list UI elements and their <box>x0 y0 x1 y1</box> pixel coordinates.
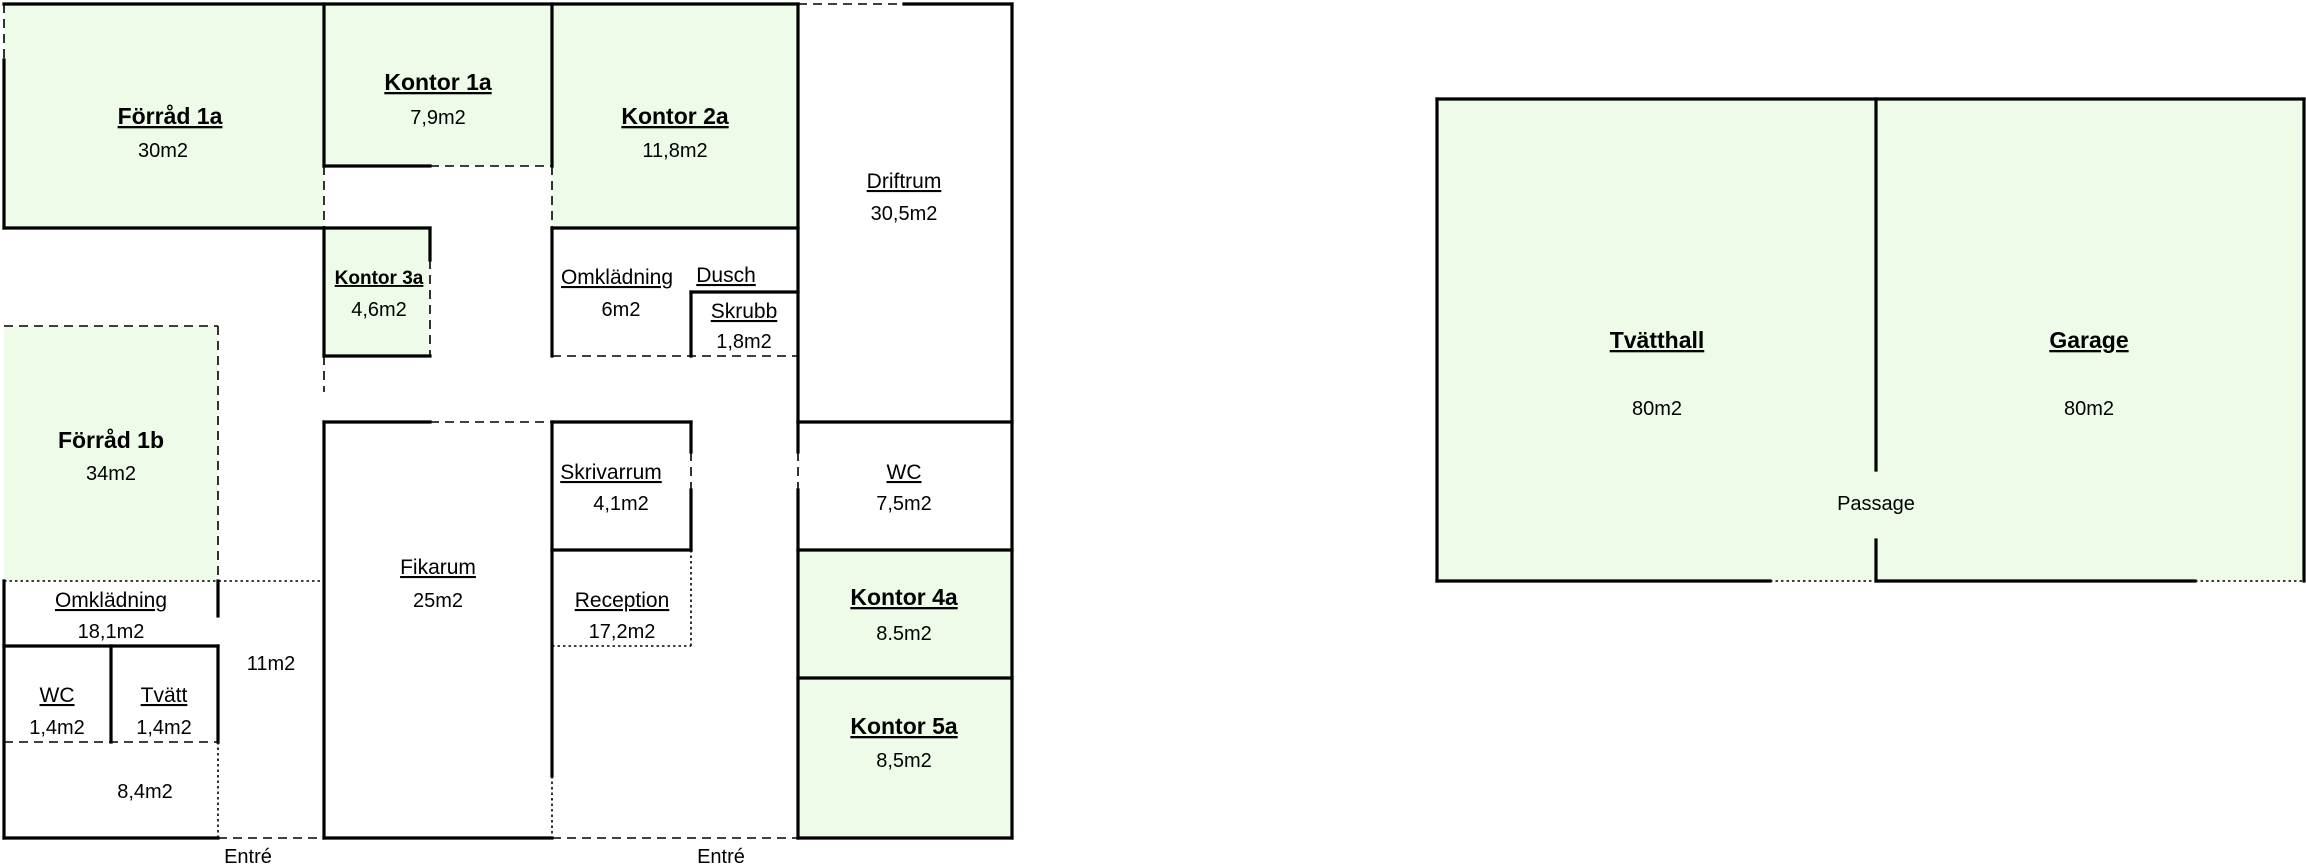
room-wc-right-name: WC <box>887 461 922 484</box>
room-kontor-2a-name: Kontor 2a <box>621 103 729 129</box>
room-skrivarrum-name: Skrivarrum <box>560 461 662 484</box>
room-kontor-5a-area: 8,5m2 <box>876 750 932 772</box>
entrance-label-left: Entré <box>224 846 272 868</box>
room-omkladning-1-area: 6m2 <box>602 299 641 321</box>
walls <box>2 2 1014 840</box>
room-skrubb-name: Skrubb <box>711 300 778 323</box>
room-tvatt-name: Tvätt <box>141 684 188 707</box>
fill-forrad-1b <box>4 326 218 581</box>
room-fills <box>4 4 2304 838</box>
room-omkladning-2-name: Omklädning <box>55 589 167 612</box>
room-tvatt-area: 1,4m2 <box>136 717 192 739</box>
room-forrad-1a-name: Förråd 1a <box>118 103 223 129</box>
garage-building <box>1435 97 2306 583</box>
fill-kontor-4a <box>798 550 1012 678</box>
room-kontor-3a-name: Kontor 3a <box>335 268 424 289</box>
room-skrivarrum-area: 4,1m2 <box>593 493 649 515</box>
room-wc-right-area: 7,5m2 <box>876 493 932 515</box>
room-tvatthall-name: Tvätthall <box>1610 327 1705 353</box>
passage-label: Passage <box>1837 493 1915 515</box>
fill-kontor-1a <box>324 4 552 166</box>
fill-tvatthall <box>1437 99 1876 581</box>
fill-kontor-2a <box>552 4 798 228</box>
room-wc-left-name: WC <box>40 684 75 707</box>
room-forrad-1b-area: 34m2 <box>86 463 136 485</box>
fill-kontor-3a <box>324 228 430 356</box>
other-labels: Entré Entré Passage <box>224 493 1915 868</box>
room-kontor-2a-area: 11,8m2 <box>642 140 707 162</box>
room-driftrum-name: Driftrum <box>867 170 942 193</box>
room-kontor-3a-area: 4,6m2 <box>351 299 407 321</box>
dotted-partitions <box>4 550 692 838</box>
room-hall-left-area: 8,4m2 <box>117 781 173 803</box>
room-labels: Förråd 1a 30m2 Kontor 1a 7,9m2 Kontor 2a… <box>29 69 2128 803</box>
room-reception-area: 17,2m2 <box>589 621 656 643</box>
fill-garage <box>1876 99 2304 581</box>
room-skrubb-area: 1,8m2 <box>716 331 772 353</box>
room-forrad-1a-area: 30m2 <box>138 140 188 162</box>
room-forrad-1b-name: Förråd 1b <box>58 427 164 453</box>
room-garage-area: 80m2 <box>2064 398 2114 420</box>
room-tvatthall-area: 80m2 <box>1632 398 1682 420</box>
room-dusch-name: Dusch <box>696 264 756 287</box>
room-fikarum-name: Fikarum <box>400 556 476 579</box>
room-kontor-5a-name: Kontor 5a <box>850 713 958 739</box>
room-driftrum-area: 30,5m2 <box>871 203 938 225</box>
room-wc-left-area: 1,4m2 <box>29 717 85 739</box>
dashed-partitions <box>3 3 904 839</box>
room-kontor-4a-area: 8.5m2 <box>876 623 932 645</box>
room-omkladning-2-area: 18,1m2 <box>78 621 145 643</box>
room-omkladning-1-name: Omklädning <box>561 266 673 289</box>
fill-kontor-5a <box>798 678 1012 838</box>
room-fikarum-area: 25m2 <box>413 590 463 612</box>
room-garage-name: Garage <box>2049 327 2128 353</box>
room-kontor-1a-name: Kontor 1a <box>384 69 492 95</box>
room-kontor-4a-name: Kontor 4a <box>850 584 958 610</box>
fill-forrad-1a <box>4 4 324 228</box>
room-reception-name: Reception <box>575 589 670 612</box>
room-kontor-1a-area: 7,9m2 <box>410 107 466 129</box>
room-corridor-area: 11m2 <box>247 653 296 675</box>
entrance-label-right: Entré <box>697 846 745 868</box>
